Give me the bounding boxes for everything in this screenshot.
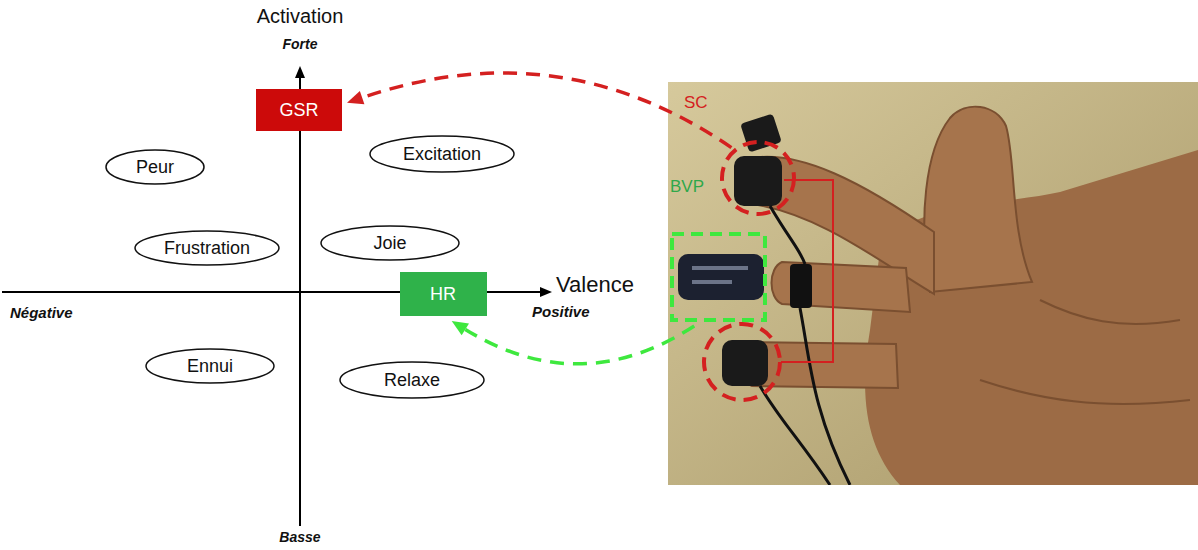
activation-axis <box>299 76 301 526</box>
sc-sensor <box>734 156 782 206</box>
emotion-ellipse: Relaxe <box>339 361 485 399</box>
sc-electrode-circle <box>704 324 780 400</box>
ellipse-outline <box>321 226 459 260</box>
dashed-frame <box>670 232 767 322</box>
node-label: BVP <box>670 178 704 197</box>
middle-finger <box>772 262 911 312</box>
axis-title: Activation <box>257 5 344 27</box>
node-label: Frustration <box>164 238 250 259</box>
arrowhead <box>452 321 469 335</box>
ellipse-outline <box>370 136 514 172</box>
sensor-marking <box>692 280 732 284</box>
ellipse-outline <box>106 150 204 184</box>
node-label: Joie <box>373 233 406 254</box>
hand-photo <box>668 82 1198 485</box>
sc-link-line <box>781 180 833 362</box>
dashed-connector <box>465 326 694 364</box>
axis-end-label: Basse <box>279 530 320 545</box>
box-fill <box>400 272 487 316</box>
dashed-arrow <box>452 321 695 364</box>
palm <box>865 150 1198 485</box>
ellipse-outline <box>146 349 274 383</box>
emotion-ellipse: Peur <box>105 149 205 185</box>
sc-circle: SC <box>720 140 796 216</box>
bvp-sensor <box>678 254 764 300</box>
dashed-frame <box>672 234 765 320</box>
sensor-strap <box>790 264 812 308</box>
palm-crease <box>980 380 1190 404</box>
axis-end-label: Positive <box>532 304 590 321</box>
axis-arrowhead <box>295 66 305 78</box>
node-label: Excitation <box>403 144 481 165</box>
axis-title: Valence <box>556 273 634 297</box>
sc-sensor <box>722 340 768 386</box>
node-label: SC <box>684 94 708 113</box>
palm-crease <box>1040 300 1180 324</box>
gsr-box: GSR <box>256 89 342 131</box>
dashed-arrow <box>347 73 731 148</box>
photo-background <box>668 82 1198 485</box>
thumb <box>924 107 1032 292</box>
sensor-wire <box>770 206 805 264</box>
axis-end-label: Forte <box>283 37 318 52</box>
ellipse-outline <box>135 231 279 265</box>
hr-box: HR <box>400 272 487 316</box>
node-label: Peur <box>136 157 174 178</box>
sensor-wire <box>760 386 830 485</box>
bvp-frame: BVP <box>670 232 767 322</box>
sensor-wire <box>800 308 850 485</box>
emotion-ellipse: Ennui <box>145 348 275 384</box>
emotion-ellipse: Excitation <box>369 135 515 173</box>
box-fill <box>256 89 342 131</box>
node-label: Relaxe <box>384 370 440 391</box>
dashed-circle <box>722 142 794 214</box>
arrowhead <box>347 91 364 104</box>
node-label: Ennui <box>187 356 233 377</box>
axis-end-label: Négative <box>10 305 73 322</box>
node-label: HR <box>430 284 456 305</box>
dashed-circle <box>720 140 796 216</box>
sensor-marking <box>692 266 748 270</box>
ellipse-outline <box>340 362 484 398</box>
emotion-ellipse: Joie <box>320 225 460 261</box>
node-label: GSR <box>279 100 318 121</box>
emotion-ellipse: Frustration <box>134 230 280 266</box>
axis-arrowhead <box>540 287 552 297</box>
